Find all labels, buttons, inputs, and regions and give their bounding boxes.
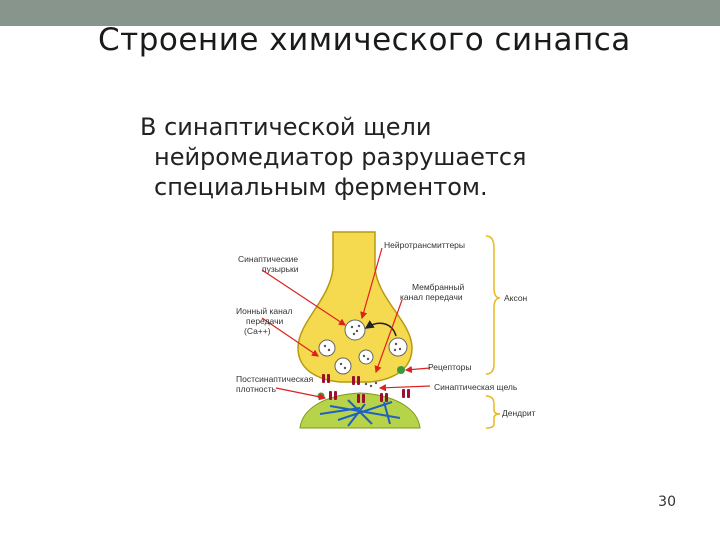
label-membrane-channel-2: канал передачи <box>400 292 463 302</box>
pointer-arrows <box>261 247 431 401</box>
receptor-green-2 <box>317 392 325 400</box>
label-dendrite: Дендрит <box>502 408 536 418</box>
label-membrane-channel-1: Мембранный <box>412 282 464 292</box>
label-postsynaptic-1: Постсинаптическая <box>236 374 314 384</box>
recycle-arrow <box>364 320 397 337</box>
top-bar <box>0 0 720 26</box>
axon-brace <box>485 235 501 375</box>
body-line-2: нейромедиатор разрушается <box>154 143 527 171</box>
label-postsynaptic-2: плотность <box>236 384 277 394</box>
receptors <box>322 374 410 403</box>
label-ion-channel-3: (Са++) <box>244 326 271 336</box>
slide-number: 30 <box>658 494 676 510</box>
postsynaptic-filaments <box>319 399 401 427</box>
label-receptors: Рецепторы <box>428 362 472 372</box>
label-neurotransmitters: Нейротрансмиттеры <box>384 240 465 250</box>
label-vesicles-1: Синаптические <box>238 254 298 264</box>
synaptic-vesicles <box>318 319 408 388</box>
label-axon: Аксон <box>504 293 528 303</box>
label-ion-channel-2: передачи <box>246 316 284 326</box>
dendrite-brace <box>485 395 501 429</box>
label-ion-channel-1: Ионный канал <box>236 306 292 316</box>
slide-title: Строение химического синапса <box>98 22 631 58</box>
axon-terminal <box>297 231 413 383</box>
receptor-green <box>397 366 405 374</box>
body-line-3: специальным ферментом. <box>154 173 488 201</box>
label-synaptic-cleft: Синаптическая щель <box>434 382 518 392</box>
body-line-1: В синаптической щели <box>140 113 432 141</box>
label-vesicles-2: пузырьки <box>262 264 299 274</box>
slide-body: В синаптической щели нейромедиатор разру… <box>140 112 526 202</box>
